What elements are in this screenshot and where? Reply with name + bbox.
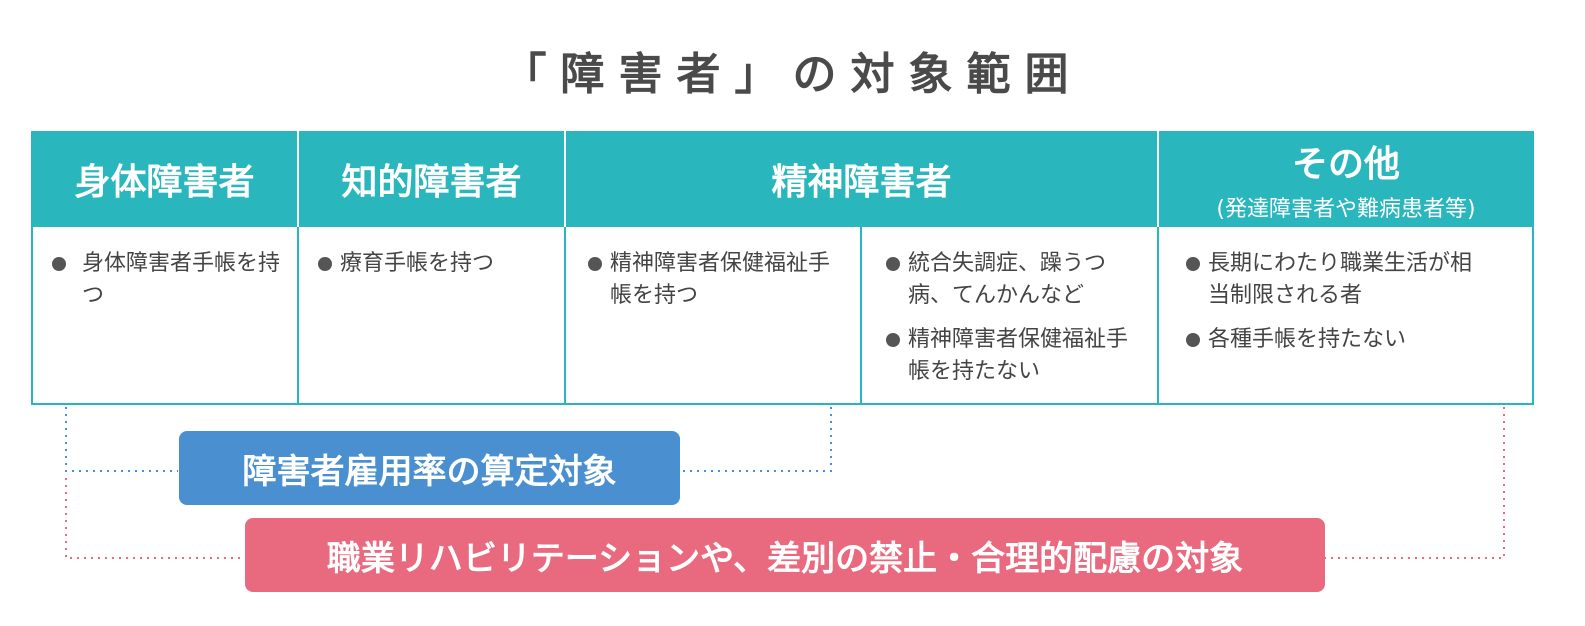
header-other-label: その他 xyxy=(1291,144,1400,185)
header-other-sublabel: (発達障害者や難病患者等) xyxy=(1216,197,1476,222)
cell-divider xyxy=(564,227,566,405)
header-physical-label: 身体障害者 xyxy=(74,162,255,203)
cell-divider xyxy=(1157,227,1159,405)
page-title: 「障害者」の対象範囲 xyxy=(502,49,1083,100)
cell-item: 各種手帳を持たない xyxy=(1186,324,1486,356)
cell-item: 統合失調症、躁うつ病、てんかんなど xyxy=(886,248,1138,312)
header-mental-label: 精神障害者 xyxy=(771,162,952,203)
rehab-target-text: 職業リハビリテーションや、差別の禁止・合理的配慮の対象 xyxy=(326,538,1244,579)
header-physical: 身体障害者 xyxy=(31,131,298,227)
table-body-frame xyxy=(31,227,1534,405)
header-mental: 精神障害者 xyxy=(565,131,1158,227)
header-intellectual: 知的障害者 xyxy=(298,131,565,227)
employment-bracket-left xyxy=(65,407,178,472)
employment-quota-text: 障害者雇用率の算定対象 xyxy=(242,451,617,492)
cell-item: 療育手帳を持つ xyxy=(318,248,554,280)
header-divider xyxy=(1157,131,1159,227)
cell-item: 精神障害者保健福祉手帳を持たない xyxy=(886,324,1138,388)
header-divider xyxy=(564,131,566,227)
cell-item: 身体障害者手帳を持つ xyxy=(52,248,284,312)
cell-mental-with-handbook: 精神障害者保健福祉手帳を持つ xyxy=(588,248,838,324)
employment-bracket-right xyxy=(680,407,832,472)
cell-mental-without-handbook: 統合失調症、躁うつ病、てんかんなど 精神障害者保健福祉手帳を持たない xyxy=(886,248,1138,400)
header-other: その他 (発達障害者や難病患者等) xyxy=(1158,131,1534,227)
cell-intellectual: 療育手帳を持つ xyxy=(318,248,554,292)
cell-item: 精神障害者保健福祉手帳を持つ xyxy=(588,248,838,312)
cell-divider xyxy=(860,227,862,405)
cell-other: 長期にわたり職業生活が相当制限される者 各種手帳を持たない xyxy=(1186,248,1486,368)
cell-item: 長期にわたり職業生活が相当制限される者 xyxy=(1186,248,1486,312)
rehab-target-label: 職業リハビリテーションや、差別の禁止・合理的配慮の対象 xyxy=(245,518,1325,592)
cell-divider xyxy=(297,227,299,405)
employment-quota-label: 障害者雇用率の算定対象 xyxy=(179,431,680,505)
header-divider xyxy=(297,131,299,227)
rehab-bracket-right xyxy=(1325,407,1505,559)
cell-physical: 身体障害者手帳を持つ xyxy=(52,248,284,324)
header-intellectual-label: 知的障害者 xyxy=(341,162,522,203)
